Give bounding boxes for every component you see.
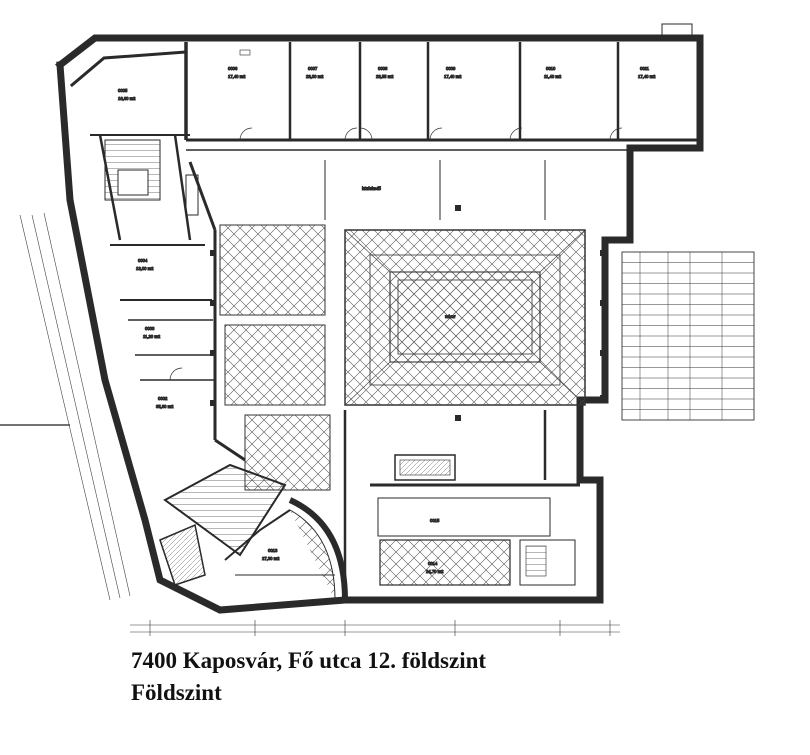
svg-text:udvar: udvar	[445, 314, 456, 319]
bottom-dimension-line	[130, 620, 620, 636]
lower-right-rooms: 0015 0014 24,70 m2	[343, 410, 580, 600]
svg-text:11,20 m2: 11,20 m2	[143, 334, 161, 339]
svg-text:35,80 m2: 35,80 m2	[156, 404, 174, 409]
svg-text:0007: 0007	[308, 66, 318, 71]
svg-text:17,40 m2: 17,40 m2	[444, 74, 462, 79]
svg-text:24,70 m2: 24,70 m2	[426, 569, 444, 574]
svg-text:0002: 0002	[158, 396, 168, 401]
svg-text:0011: 0011	[640, 66, 650, 71]
outer-walls	[55, 34, 704, 614]
street-dimension-lines	[0, 212, 131, 601]
svg-text:27,30 m2: 27,30 m2	[262, 556, 280, 561]
svg-text:0009: 0009	[446, 66, 456, 71]
door-swings	[239, 127, 623, 141]
svg-text:0008: 0008	[378, 66, 388, 71]
svg-text:0014: 0014	[428, 561, 438, 566]
courtyard-hatched-areas: udvar	[219, 224, 586, 491]
svg-text:0003: 0003	[145, 326, 155, 331]
area-legend-table	[621, 251, 755, 421]
svg-text:11,40 m2: 11,40 m2	[544, 74, 562, 79]
floor-plan-drawing: 0006 17,40 m2 0007 23,00 m2 0008 23,55 m…	[0, 23, 755, 636]
svg-text:0013: 0013	[268, 548, 278, 553]
top-row-rooms: 0006 17,40 m2 0007 23,00 m2 0008 23,55 m…	[118, 23, 700, 151]
svg-text:13,00 m2: 13,00 m2	[136, 266, 154, 271]
plan-caption-floor: Földszint	[131, 680, 222, 705]
svg-text:23,55 m2: 23,55 m2	[376, 74, 394, 79]
svg-text:16,60 m2: 16,60 m2	[118, 96, 136, 101]
svg-text:közlekedő: közlekedő	[362, 186, 382, 191]
svg-text:0006: 0006	[228, 66, 238, 71]
svg-text:0015: 0015	[430, 518, 440, 523]
svg-text:0004: 0004	[138, 258, 148, 263]
svg-text:0010: 0010	[546, 66, 556, 71]
left-wing: 0004 13,00 m2 0003 11,20 m2 0002 35,80 m…	[90, 134, 214, 410]
svg-text:0005: 0005	[118, 88, 128, 93]
courtyard-columns	[210, 205, 606, 421]
plan-caption-address: 7400 Kaposvár, Fő utca 12. földszint	[131, 648, 487, 673]
svg-text:23,00 m2: 23,00 m2	[306, 74, 324, 79]
svg-text:17,40 m2: 17,40 m2	[638, 74, 656, 79]
svg-text:17,40 m2: 17,40 m2	[228, 74, 246, 79]
corner-stair-and-rotunda: 0013 27,30 m2	[159, 463, 348, 601]
